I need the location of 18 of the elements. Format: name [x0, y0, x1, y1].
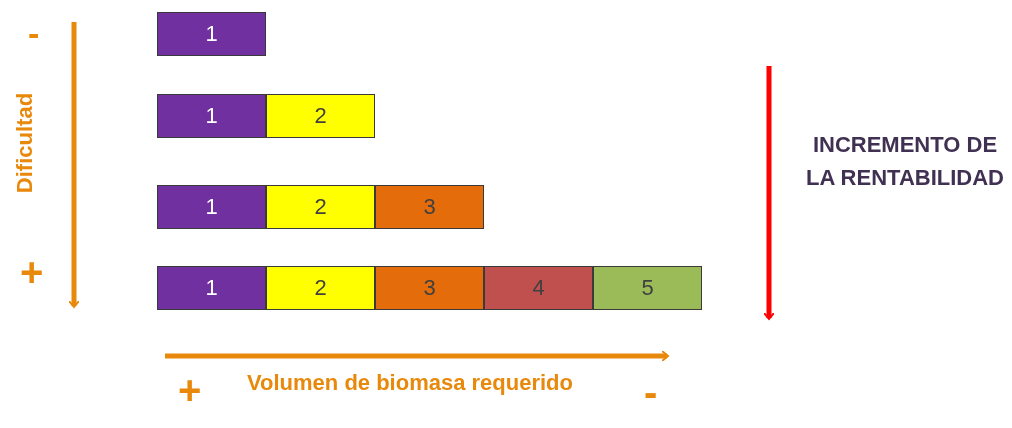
axis-label: Volumen de biomasa requerido: [246, 369, 574, 397]
minus-sign: -: [644, 370, 658, 415]
bar-segment: 4: [484, 266, 593, 310]
bar-segment: 2: [266, 94, 375, 138]
bar-segment: 1: [157, 12, 266, 56]
bar-segment: 2: [266, 185, 375, 229]
axis-label: INCREMENTO DE LA RENTABILIDAD: [805, 131, 1005, 192]
bar-segment: 5: [593, 266, 702, 310]
bar-segment: 3: [375, 185, 484, 229]
bar-segment: 1: [157, 266, 266, 310]
plus-sign: +: [178, 368, 202, 413]
axis-label: Dificultad: [12, 91, 38, 196]
bar-segment: 3: [375, 266, 484, 310]
bar-segment: 1: [157, 185, 266, 229]
bar-segment: 1: [157, 94, 266, 138]
plus-sign: +: [20, 250, 44, 295]
bar-segment: 2: [266, 266, 375, 310]
minus-sign: -: [28, 14, 40, 53]
